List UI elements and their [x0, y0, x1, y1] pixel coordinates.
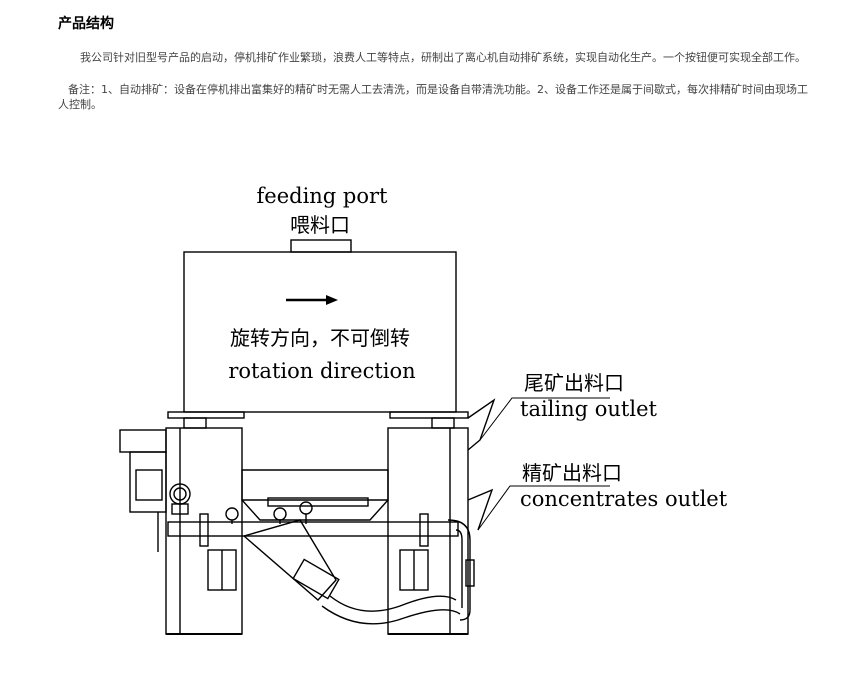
feeding-port-label-cn: 喂料口 — [290, 213, 350, 237]
concentrates-outlet-label-cn: 精矿出料口 — [522, 461, 622, 485]
tailing-outlet-label-cn: 尾矿出料口 — [524, 371, 624, 395]
intro-paragraph: 我公司针对旧型号产品的启动，停机排矿作业繁琐，浪费人工等特点，研制出了离心机自动… — [80, 51, 806, 64]
feeding-port-label-en: feeding port — [257, 184, 389, 208]
left-column — [165, 427, 243, 635]
concentrates-outlet-label-en: concentrates outlet — [520, 487, 728, 511]
note-paragraph: 备注：1、自动排矿：设备在停机排出富集好的精矿时无需人工去清洗，而是设备自带清洗… — [58, 83, 808, 111]
section-title: 产品结构 — [58, 16, 114, 32]
feeding-port-flange — [290, 239, 352, 253]
rotation-label-cn: 旋转方向，不可倒转 — [230, 326, 410, 350]
tailing-outlet-label-en: tailing outlet — [520, 397, 658, 421]
rotation-label-en: rotation direction — [228, 359, 415, 383]
